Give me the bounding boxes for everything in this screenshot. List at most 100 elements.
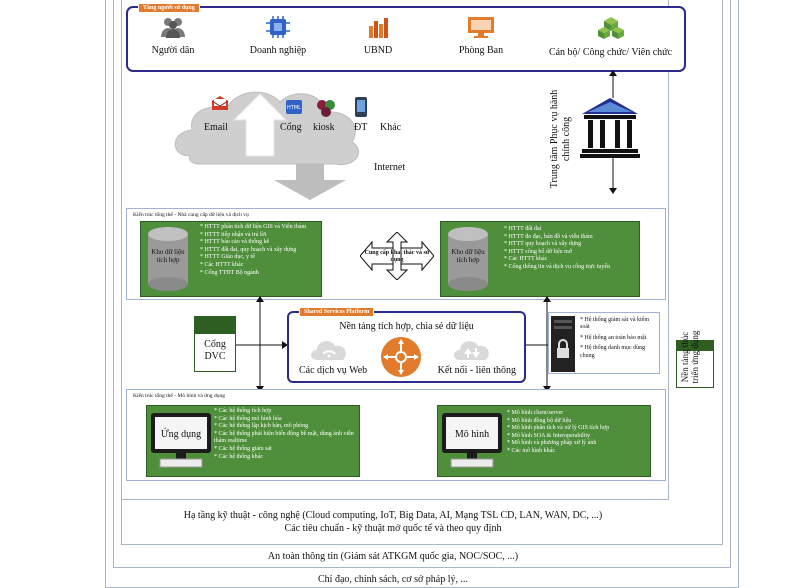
- lock-server-icon: [551, 316, 575, 372]
- security-frame: [113, 0, 731, 568]
- apps-right-list: * Mô hình client/server * Mô hình đồng b…: [507, 410, 651, 456]
- user-ubnd-label: UBND: [363, 45, 393, 56]
- services-left-list: * HTTT phân tích dữ liệu GIS và Viễn thá…: [200, 224, 324, 277]
- dvc-portal-label: Cổng DVC: [204, 339, 226, 362]
- monitor-icon: [468, 17, 494, 38]
- bar-chart-icon: [369, 18, 388, 38]
- services-left-item: * HTTT tiếp nhận và trả lời: [200, 231, 267, 238]
- apps-left-item: * Các hệ thống mô hình hóa: [214, 415, 282, 422]
- apps-architecture-title: Kiến trúc tổng thể - Mô hình và ứng dụng: [133, 393, 226, 399]
- apps-right-item: * Mô hình và phương pháp xử lý ảnh: [507, 440, 597, 447]
- dvc-portal-bar: [195, 317, 235, 334]
- apps-left-item: * Các hệ thống lập kịch bản, mô phỏng: [214, 423, 309, 430]
- user-officials: Cán bộ/ Công chức/ Viên chức: [538, 16, 683, 58]
- services-right-item: * HTTT đất đai: [504, 226, 542, 232]
- computer-icon: [442, 413, 502, 468]
- apps-right-item: * Mô hình đồng bộ dữ liệu: [507, 417, 572, 424]
- ssp-tag: Shared Services Platform: [299, 307, 375, 317]
- security-list: * Hệ thống giám sát và kiểm soát * Hệ th…: [580, 317, 660, 360]
- channel-portal: Cổng: [280, 122, 302, 133]
- database-icon: [448, 227, 488, 291]
- internet-label: Internet: [374, 162, 406, 173]
- apps-right-item: * Mô hình SOA & Interoperability: [507, 432, 591, 439]
- services-architecture-title: Kiến trúc tổng thể - Nhà cung cấp dữ liệ…: [133, 212, 249, 218]
- gov-vertical-arrow: [609, 70, 617, 194]
- channel-phone: ĐT: [354, 122, 368, 133]
- apps-right-item: * Mô hình client/server: [507, 410, 564, 416]
- services-left-db-label: Kho dữ liệu tích hợp: [151, 248, 185, 264]
- architecture-frame: [121, 0, 669, 500]
- services-right-item: * HTTT quy hoạch và xây dựng: [504, 241, 582, 248]
- apps-left-item: * Các hệ thống giám sát: [214, 445, 272, 452]
- email-icon: [211, 96, 229, 110]
- cubes-icon: [597, 17, 624, 39]
- exchange-arrow: [360, 232, 434, 280]
- infrastructure-label: Hạ tầng kỹ thuật - công nghệ (Cloud comp…: [183, 510, 603, 521]
- channel-other: Khác: [380, 122, 402, 133]
- user-department: Phòng Ban: [446, 16, 516, 56]
- apps-right-item: * Mô hình phân tích và xử lý GIS tích hợ…: [507, 425, 610, 432]
- policy-layer-label: Chỉ đạo, chính sách, cơ sở pháp lý, ...: [318, 574, 468, 585]
- cloud-wifi-icon: [311, 341, 346, 360]
- security-item: * Hệ thống giám sát và kiểm soát: [580, 317, 649, 331]
- portal-icon: HTML: [286, 100, 302, 114]
- download-arrow: [274, 164, 346, 200]
- people-icon: [161, 18, 185, 38]
- services-right-item: * HTTT đo đạc, bản đồ và viễn thám: [504, 233, 593, 240]
- channel-kiosk: kiosk: [313, 122, 335, 133]
- dvc-connector: [236, 341, 288, 349]
- apps-right-item: * Các mô hình khác: [507, 447, 555, 454]
- integration-hub-icon: [381, 337, 421, 377]
- apps-left-label: Ứng dụng: [160, 429, 202, 440]
- exchange-label: Cung cấp khai thác và sử dụng: [364, 250, 430, 263]
- chip-icon: [266, 16, 290, 38]
- services-right-item: * HTTT công bố dữ liệu mở: [504, 248, 572, 255]
- channel-email: Email: [204, 122, 228, 133]
- platform-side-label: Nền tảng thúc triển ứng dụng: [680, 330, 700, 384]
- services-left-item: * Các HTTT khác: [200, 261, 244, 268]
- services-left-item: * HTTT Giáo dục, y tế: [200, 254, 255, 261]
- ssp-title: Nền tảng tích hợp, chia sẻ dữ liệu: [339, 321, 474, 332]
- ssp-connectivity: Kết nối - liên thông: [437, 365, 516, 376]
- apps-right-label: Mô hình: [454, 429, 490, 440]
- apps-left-item: * Các hệ thống khác: [214, 453, 263, 460]
- services-right-item: * Các HTTT khác: [504, 256, 548, 263]
- gov-center-label: Trung tâm Phục vụ hành chính công: [549, 89, 572, 189]
- standards-label: Các tiêu chuẩn - kỹ thuật mở quốc tế và …: [284, 523, 502, 534]
- security-connector: [525, 344, 549, 346]
- services-right-item: * Cổng thông tin và dịch vụ công trực tu…: [504, 263, 611, 270]
- user-business: Doanh nghiệp: [238, 16, 318, 56]
- services-left-item: * HTTT đất đai, quy hoạch và xây dựng: [200, 246, 297, 253]
- user-citizen-label: Người dân: [151, 45, 195, 56]
- database-icon: [148, 227, 188, 291]
- apps-left-item: * Các hệ thống tích hợp: [214, 408, 272, 414]
- user-ubnd: UBND: [348, 16, 408, 56]
- computer-icon: [151, 413, 211, 468]
- services-left-item: * HTTT báo cáo và thống kê: [200, 239, 270, 246]
- services-left-item: * Cổng TTĐT Bộ ngành: [200, 269, 259, 276]
- apps-left-list: * Các hệ thống tích hợp * Các hệ thống m…: [214, 408, 360, 461]
- services-right-list: * HTTT đất đai * HTTT đo đạc, bản đồ và …: [504, 226, 638, 272]
- svg-text:HTML: HTML: [287, 105, 301, 111]
- cloud-diagram: [174, 91, 359, 200]
- users-layer: Tầng người sử dụng Người dân Doanh nghiệ…: [126, 3, 686, 72]
- dvc-portal: Cổng DVC: [194, 316, 236, 372]
- phone-icon: [355, 97, 367, 117]
- platform-side-label-bar: [677, 341, 713, 351]
- platform-side-label-box: Nền tảng thúc triển ứng dụng: [676, 331, 714, 388]
- ssp-web-services: Các dịch vụ Web: [299, 365, 368, 376]
- user-officials-label: Cán bộ/ Công chức/ Viên chức: [548, 47, 673, 58]
- government-building-icon: [580, 98, 640, 158]
- user-business-label: Doanh nghiệp: [249, 45, 307, 56]
- upload-arrow: [232, 93, 288, 157]
- security-item: * Hệ thống danh mục dùng chung: [580, 345, 646, 359]
- apps-left-item: * Các hệ thống phát hiện biến động bề mặ…: [214, 430, 354, 445]
- user-department-label: Phòng Ban: [458, 45, 504, 56]
- kiosk-icon: [317, 100, 335, 117]
- cloud-sync-icon: [454, 341, 489, 360]
- security-layer-label: An toàn thông tin (Giám sát ATKGM quốc g…: [267, 551, 519, 562]
- users-layer-tag: Tầng người sử dụng: [138, 3, 200, 13]
- services-left-item: * HTTT phân tích dữ liệu GIS và Viễn thá…: [200, 224, 307, 230]
- security-item: * Hệ thống an toàn bảo mật: [580, 334, 647, 341]
- user-citizen: Người dân: [138, 16, 208, 56]
